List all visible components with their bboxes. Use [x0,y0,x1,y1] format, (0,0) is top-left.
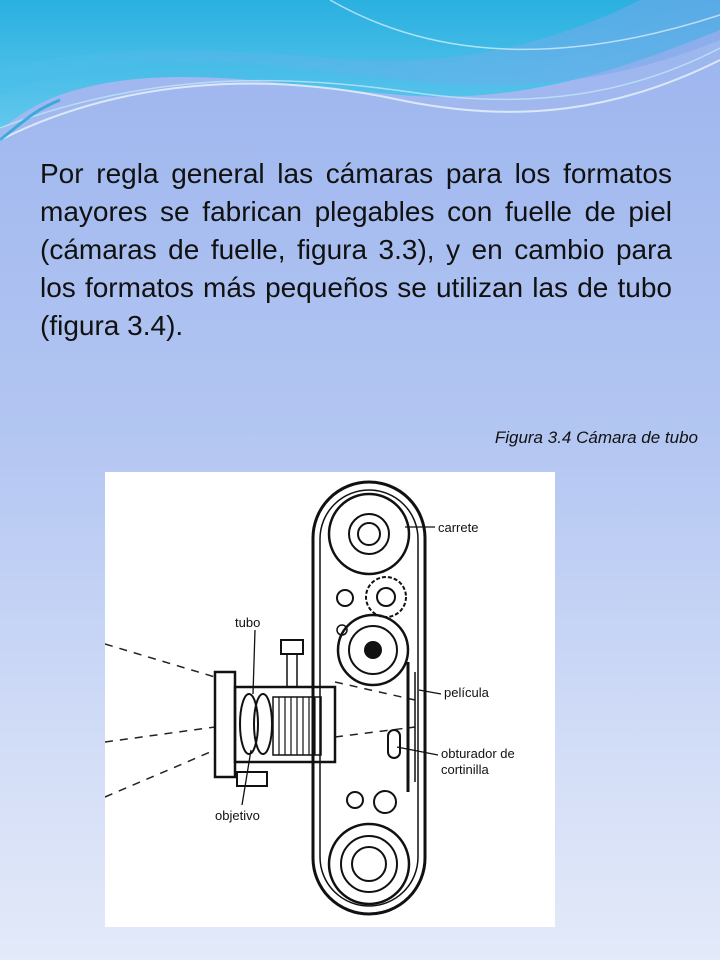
label-pelicula: película [444,685,490,700]
label-objetivo: objetivo [215,808,260,823]
figure-caption: Figura 3.4 Cámara de tubo [494,428,698,447]
header-wave-decoration [0,0,720,142]
label-carrete: carrete [438,520,478,535]
camera-diagram-drawing: carrete tubo película obturador de corti… [105,480,515,916]
camera-diagram: carrete tubo película obturador de corti… [105,472,555,927]
label-obturador-line1: obturador de [441,746,515,761]
body-paragraph: Por regla general las cámaras para los f… [40,158,672,341]
label-tubo: tubo [235,615,260,630]
label-obturador-line2: cortinilla [441,762,489,777]
